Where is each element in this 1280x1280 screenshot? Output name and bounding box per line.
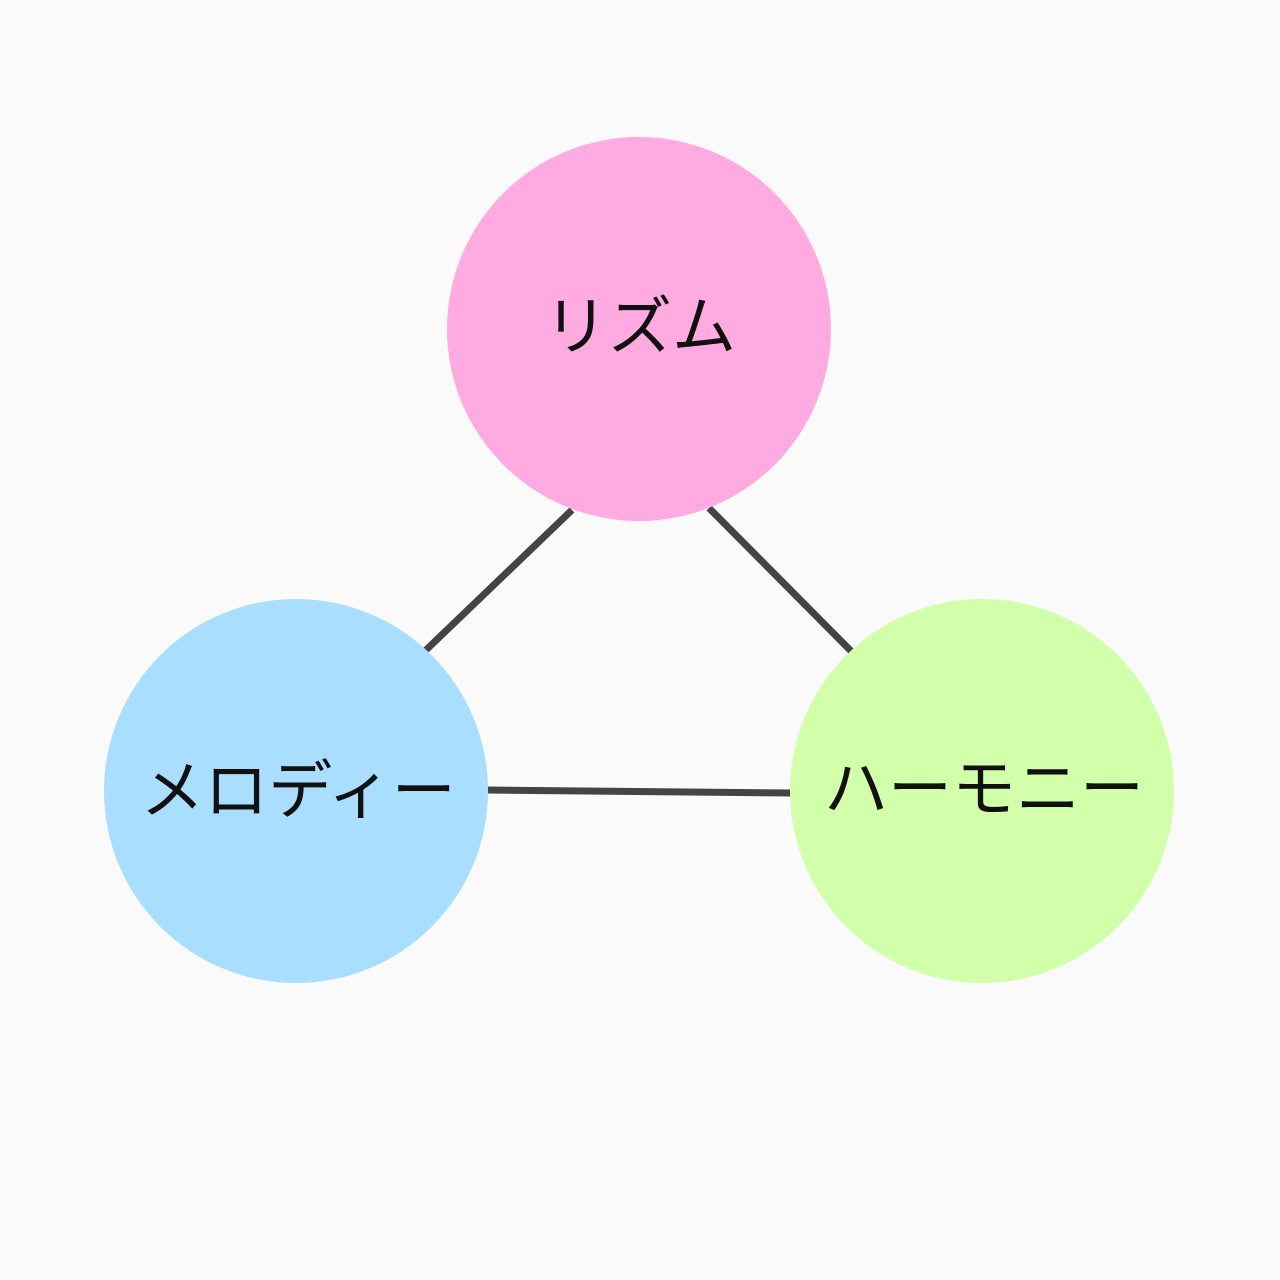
- edge-melody-harmony: [487, 786, 793, 797]
- edge-rhythm-melody: [423, 507, 575, 653]
- node-rhythm-label: リズム: [544, 291, 736, 365]
- node-rhythm-circle: [447, 137, 831, 521]
- node-harmony-label: ハーモニー: [824, 753, 1144, 827]
- edge-rhythm-harmony: [706, 505, 855, 655]
- node-melody-label: メロディー: [140, 755, 456, 829]
- node-melody-circle: [104, 599, 488, 983]
- node-harmony-circle: [790, 599, 1174, 983]
